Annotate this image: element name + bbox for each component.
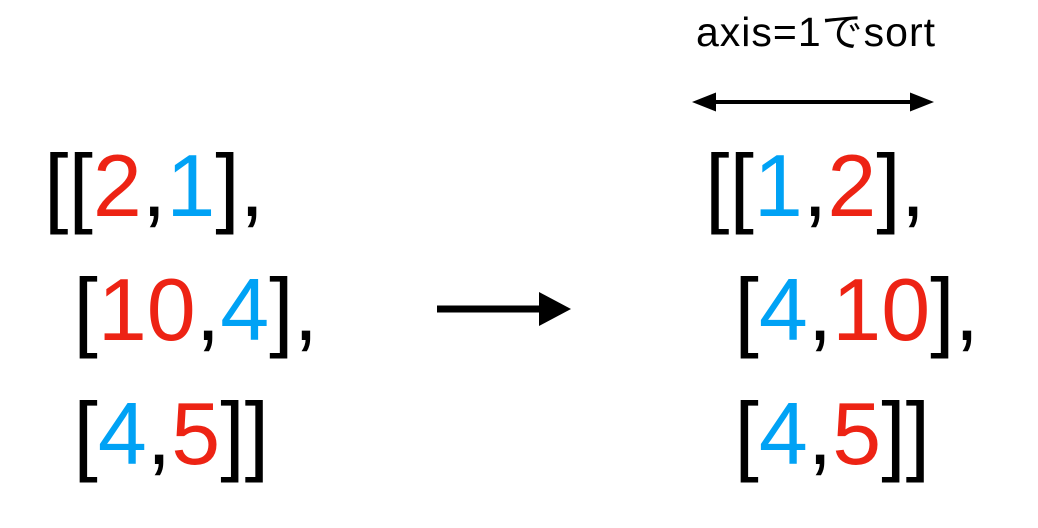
matrix-comma: , [141, 136, 167, 235]
matrix-number: 2 [827, 136, 877, 235]
matrix-number: 10 [832, 260, 931, 359]
matrix-bracket: [ [73, 384, 98, 483]
matrix-comma: , [802, 136, 828, 235]
matrix-number: 4 [97, 384, 147, 483]
matrix-comma: , [807, 260, 833, 359]
unsorted-matrix: [[2,1], [10,4], [4,5]] [44, 124, 318, 496]
matrix-number: 5 [171, 384, 221, 483]
matrix-bracket: ], [269, 260, 319, 359]
matrix-comma: , [146, 384, 172, 483]
matrix-number: 1 [753, 136, 803, 235]
matrix-bracket: [ [73, 260, 98, 359]
matrix-bracket: ], [876, 136, 926, 235]
matrix-bracket: ]] [881, 384, 931, 483]
matrix-bracket: [ [734, 260, 759, 359]
matrix-bracket: ], [930, 260, 980, 359]
axis-double-arrow-icon [692, 92, 934, 112]
sorted-matrix: [[1,2], [4,10], [4,5]] [705, 124, 979, 496]
matrix-bracket: [[ [44, 136, 93, 235]
matrix-row: [[2,1], [44, 124, 318, 248]
matrix-bracket: ]] [220, 384, 270, 483]
matrix-row: [4,10], [705, 248, 979, 372]
matrix-row: [10,4], [44, 248, 318, 372]
matrix-number: 10 [97, 260, 196, 359]
matrix-number: 4 [758, 384, 808, 483]
matrix-number: 4 [220, 260, 270, 359]
matrix-number: 1 [166, 136, 216, 235]
matrix-number: 4 [758, 260, 808, 359]
matrix-number: 2 [92, 136, 142, 235]
axis-sort-label: axis=1でsort [695, 9, 936, 55]
matrix-bracket: ], [215, 136, 265, 235]
matrix-bracket: [ [734, 384, 759, 483]
matrix-row: [[1,2], [705, 124, 979, 248]
matrix-row: [4,5]] [44, 372, 318, 496]
matrix-bracket: [[ [705, 136, 754, 235]
transform-arrow-icon [437, 292, 571, 326]
matrix-row: [4,5]] [705, 372, 979, 496]
matrix-comma: , [195, 260, 221, 359]
matrix-comma: , [807, 384, 833, 483]
matrix-number: 5 [832, 384, 882, 483]
